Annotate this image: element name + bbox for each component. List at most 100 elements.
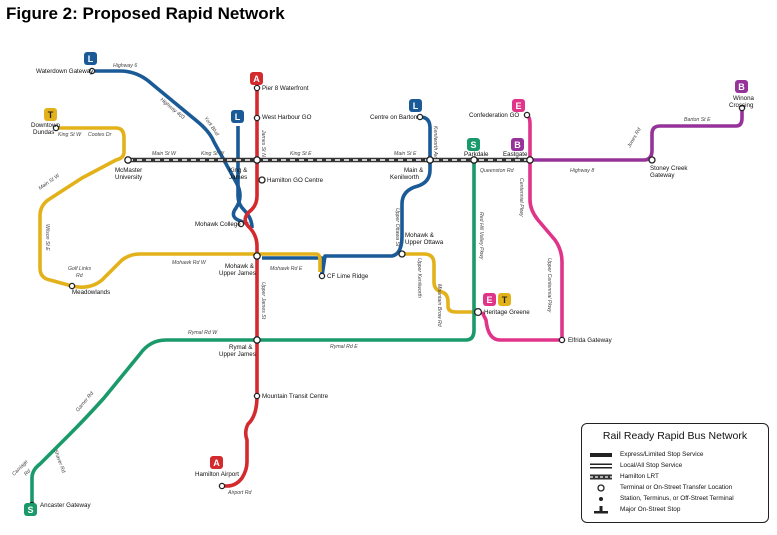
label-eastgate: Eastgate <box>503 151 528 158</box>
station-parkdale[interactable] <box>470 156 478 164</box>
road-main-st-w: Main St W <box>152 151 177 157</box>
road-mohawk-rd-w: Mohawk Rd W <box>172 260 207 266</box>
road-upper-ottawa-st: Upper Ottawa St <box>394 208 400 247</box>
station-west-harbour[interactable] <box>253 114 261 122</box>
label-pier8: Pier 8 Waterfront <box>262 85 309 92</box>
label-rymal-upper-james-1: Rymal & <box>229 344 253 351</box>
legend-label-terminal: Terminal or On-Street Transfer Location <box>620 484 733 491</box>
legend-label-station: Station, Terminus, or Off-Street Termina… <box>620 495 734 502</box>
label-stoney-1: Stoney Creek <box>650 165 688 172</box>
station-hamilton-go[interactable] <box>258 176 266 184</box>
station-heritage-greene[interactable] <box>473 307 483 317</box>
svg-text:E: E <box>486 295 492 305</box>
station-confederation[interactable] <box>523 111 531 119</box>
label-elfrida: Elfrida Gateway <box>568 337 613 344</box>
route-line-l-east <box>262 115 432 278</box>
label-downtown: Downtown <box>31 122 60 129</box>
road-upper-kenilworth: Upper Kenilworth <box>416 258 422 298</box>
station-king-james[interactable] <box>253 156 261 164</box>
road-james-st-n: James St N <box>260 129 266 157</box>
station-dot-icon <box>599 497 603 501</box>
svg-text:T: T <box>48 110 54 120</box>
station-eastgate[interactable] <box>526 156 534 164</box>
road-shaver-rd: Shaver Rd <box>52 449 66 475</box>
road-highway8: Highway 8 <box>570 168 594 174</box>
route-line-s <box>30 160 476 505</box>
label-centre-barton: Centre on Barton <box>370 114 418 121</box>
station-waterdown[interactable] <box>88 67 96 75</box>
station-rymal-upper-james[interactable] <box>253 336 261 344</box>
svg-text:B: B <box>514 140 521 150</box>
label-stoney-2: Gateway <box>650 172 675 179</box>
road-rymal-rd-w: Rymal Rd W <box>188 330 218 336</box>
station-mountain-transit[interactable] <box>253 392 261 400</box>
station-downtown-dundas[interactable] <box>52 124 60 132</box>
label-winona-2: Crossing <box>729 102 754 109</box>
road-kenilworth-av: Kenilworth Av <box>432 126 438 158</box>
legend-row-major-stop: Major On-Street Stop <box>590 505 766 515</box>
label-mohawk-upper-ottawa-1: Mohawk & <box>405 232 435 239</box>
station-hamilton-airport[interactable] <box>218 482 226 490</box>
legend-title: Rail Ready Rapid Bus Network <box>602 430 748 442</box>
station-main-kenilworth[interactable] <box>426 156 434 164</box>
label-mcmaster: McMaster <box>115 167 142 174</box>
road-mohawk-rd-e: Mohawk Rd E <box>270 266 303 272</box>
station-elfrida[interactable] <box>558 336 566 344</box>
station-mcmaster[interactable] <box>124 156 132 164</box>
label-hamilton-airport: Hamilton Airport <box>195 471 239 478</box>
road-highway6: Highway 6 <box>113 63 137 69</box>
svg-text:A: A <box>253 74 260 84</box>
station-winona[interactable] <box>738 104 746 112</box>
road-centennial-pkwy: Centennial Pkwy <box>518 178 524 217</box>
station-mohawk-upper-ottawa[interactable] <box>398 250 406 258</box>
badge-t-dundas: T <box>44 108 57 121</box>
legend-row-lrt: Hamilton LRT <box>590 472 766 482</box>
station-stoney-creek[interactable] <box>648 156 656 164</box>
label-mountain-transit: Mountain Transit Centre <box>262 393 329 400</box>
label-main-kenilworth-2: Kenilworth <box>390 174 419 181</box>
label-james: James <box>229 174 247 181</box>
svg-text:S: S <box>27 505 33 515</box>
svg-text:A: A <box>213 458 220 468</box>
road-king-st-w: King St W <box>201 151 225 157</box>
route-line-a <box>222 88 259 488</box>
label-confederation: Confederation GO <box>469 112 519 119</box>
lrt-swatch <box>590 474 612 480</box>
station-centre-barton[interactable] <box>416 113 424 121</box>
legend-label-lrt: Hamilton LRT <box>620 473 659 480</box>
svg-text:T: T <box>502 295 508 305</box>
badge-e-heritage: E <box>483 293 496 306</box>
legend: Rail Ready Rapid Bus Network Express/Lim… <box>581 423 769 523</box>
road-wilson-st-e: Wilson St E <box>44 224 50 251</box>
badge-l-barton: L <box>409 99 422 112</box>
road-carriage-2: Rd <box>23 468 33 478</box>
svg-text:E: E <box>515 101 521 111</box>
label-winona-1: Winona <box>733 95 755 102</box>
road-golf-links-1: Golf Links <box>68 266 91 272</box>
label-mohawk-upper-ottawa-2: Upper Ottawa <box>405 239 444 246</box>
road-mountain-brow: Mountain Brow Rd <box>436 284 442 328</box>
station-pier8[interactable] <box>253 84 261 92</box>
station-cf-lime-ridge[interactable] <box>318 272 326 280</box>
line-badges: L T A L L E S B B E T A S <box>24 52 748 516</box>
svg-text:L: L <box>413 101 419 111</box>
station-mohawk-college[interactable] <box>237 220 245 228</box>
road-barton-st-e: Barton St E <box>684 117 711 123</box>
label-west-harbour: West Harbour GO <box>262 114 312 121</box>
station-markers <box>28 67 746 509</box>
route-line-t <box>38 126 474 314</box>
badge-s-ancaster: S <box>24 503 37 516</box>
label-dundas: Dundas <box>33 129 54 136</box>
badge-a-pier8: A <box>250 72 263 85</box>
road-cootes-dr: Cootes Dr <box>88 132 112 138</box>
label-university: University <box>115 174 143 181</box>
label-rymal-upper-james-2: Upper James <box>219 351 256 358</box>
legend-row-terminal: Terminal or On-Street Transfer Location <box>590 483 766 493</box>
road-upper-james-st: Upper James St <box>260 282 266 320</box>
station-mohawk-upper-james[interactable] <box>253 252 261 260</box>
svg-text:L: L <box>88 54 94 64</box>
terminal-marker-icon <box>597 484 605 492</box>
road-queenston-rd: Queenston Rd <box>480 168 515 174</box>
road-king-st-e: King St E <box>290 151 312 157</box>
station-meadowlands[interactable] <box>68 282 76 290</box>
